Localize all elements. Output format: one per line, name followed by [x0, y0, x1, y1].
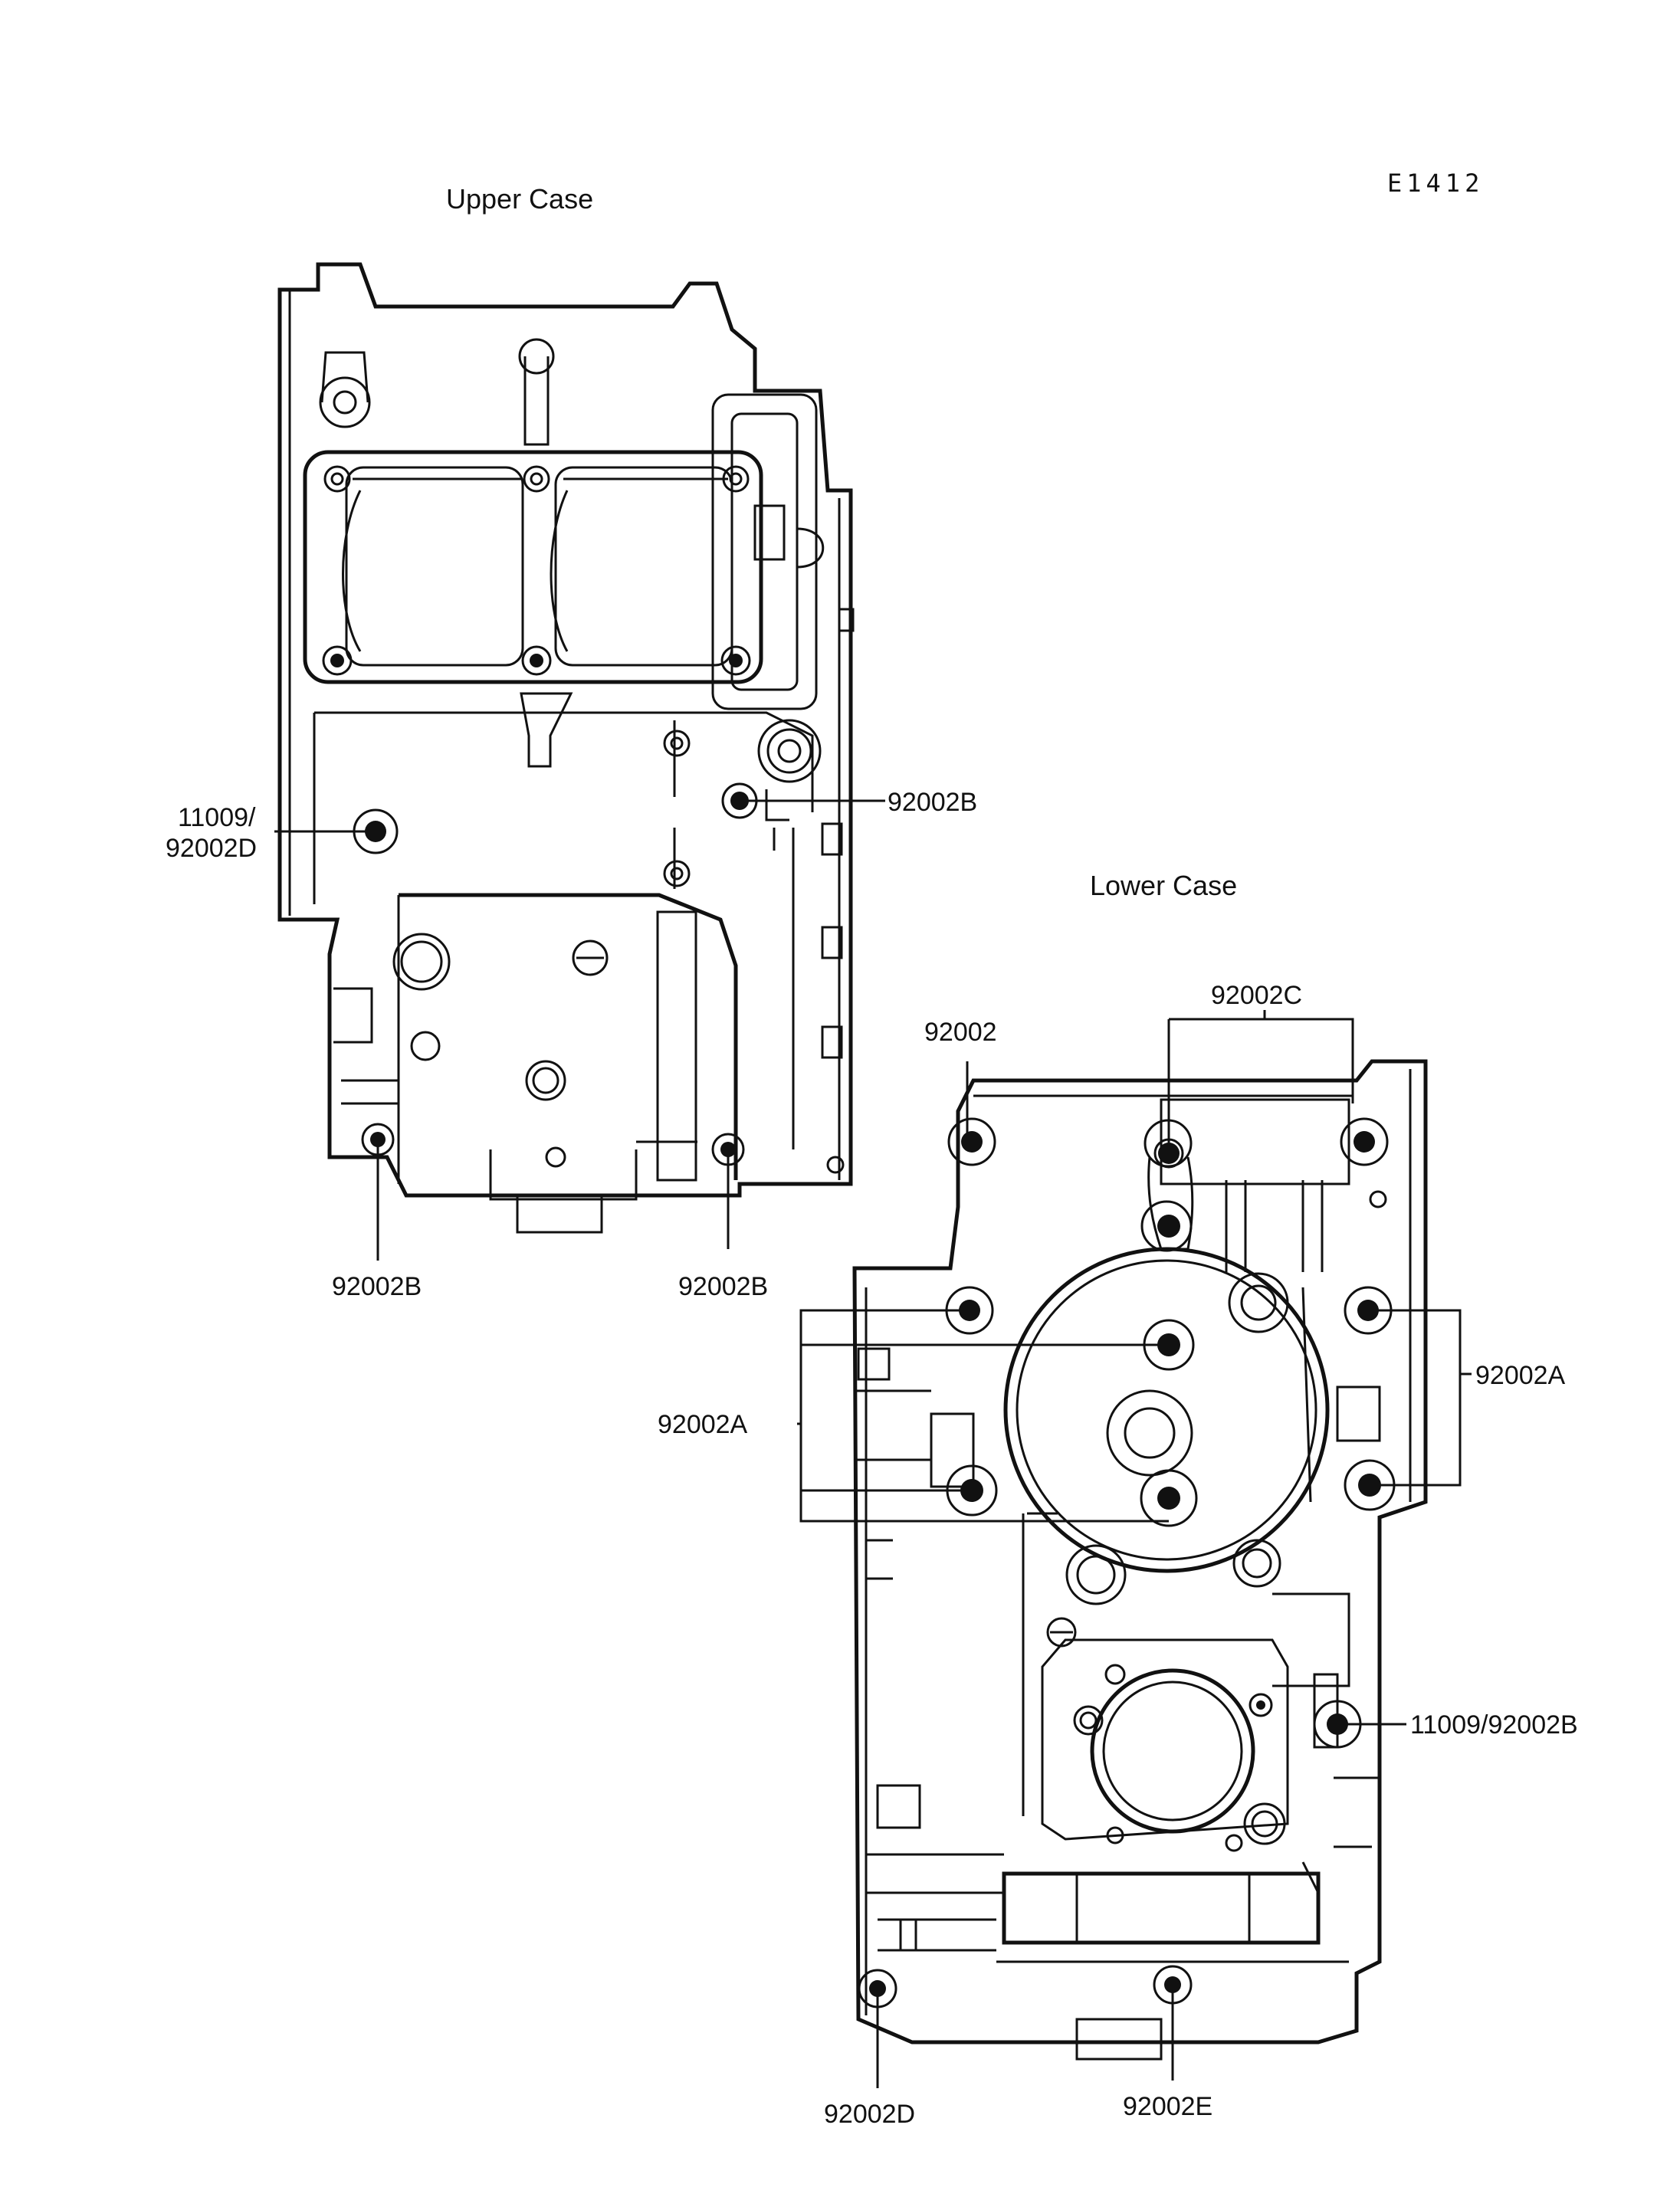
label-upper-92002b-bottom-right: 92002B [678, 1272, 768, 1301]
leader-lower-92002c [1167, 1010, 1354, 1153]
label-lower-92002: 92002 [924, 1018, 997, 1047]
label-lower-92002e: 92002E [1123, 2092, 1212, 2121]
label-lower-92002a-left: 92002A [658, 1410, 748, 1439]
label-lower-92002c: 92002C [1211, 981, 1302, 1010]
lower-case-drawing [852, 1059, 1428, 2061]
diagram-code: E1412 [1387, 169, 1484, 198]
label-lower-92002a-right: 92002A [1475, 1361, 1566, 1390]
leader-lower-92002a-right [1368, 1309, 1472, 1487]
label-lower-11009-92002b: 11009/92002B [1410, 1710, 1578, 1740]
label-upper-92002d: 92002D [166, 834, 257, 863]
label-lower-92002d: 92002D [824, 2100, 915, 2129]
label-upper-11009: 11009/ [178, 803, 256, 832]
label-upper-92002b-bottom-left: 92002B [332, 1272, 422, 1301]
leader-lower-92002a-left [797, 1309, 1169, 1523]
lower-case-title: Lower Case [1090, 870, 1237, 901]
label-upper-92002b-right: 92002B [888, 788, 977, 817]
upper-case-drawing [277, 262, 855, 1234]
upper-case-title: Upper Case [446, 183, 593, 215]
